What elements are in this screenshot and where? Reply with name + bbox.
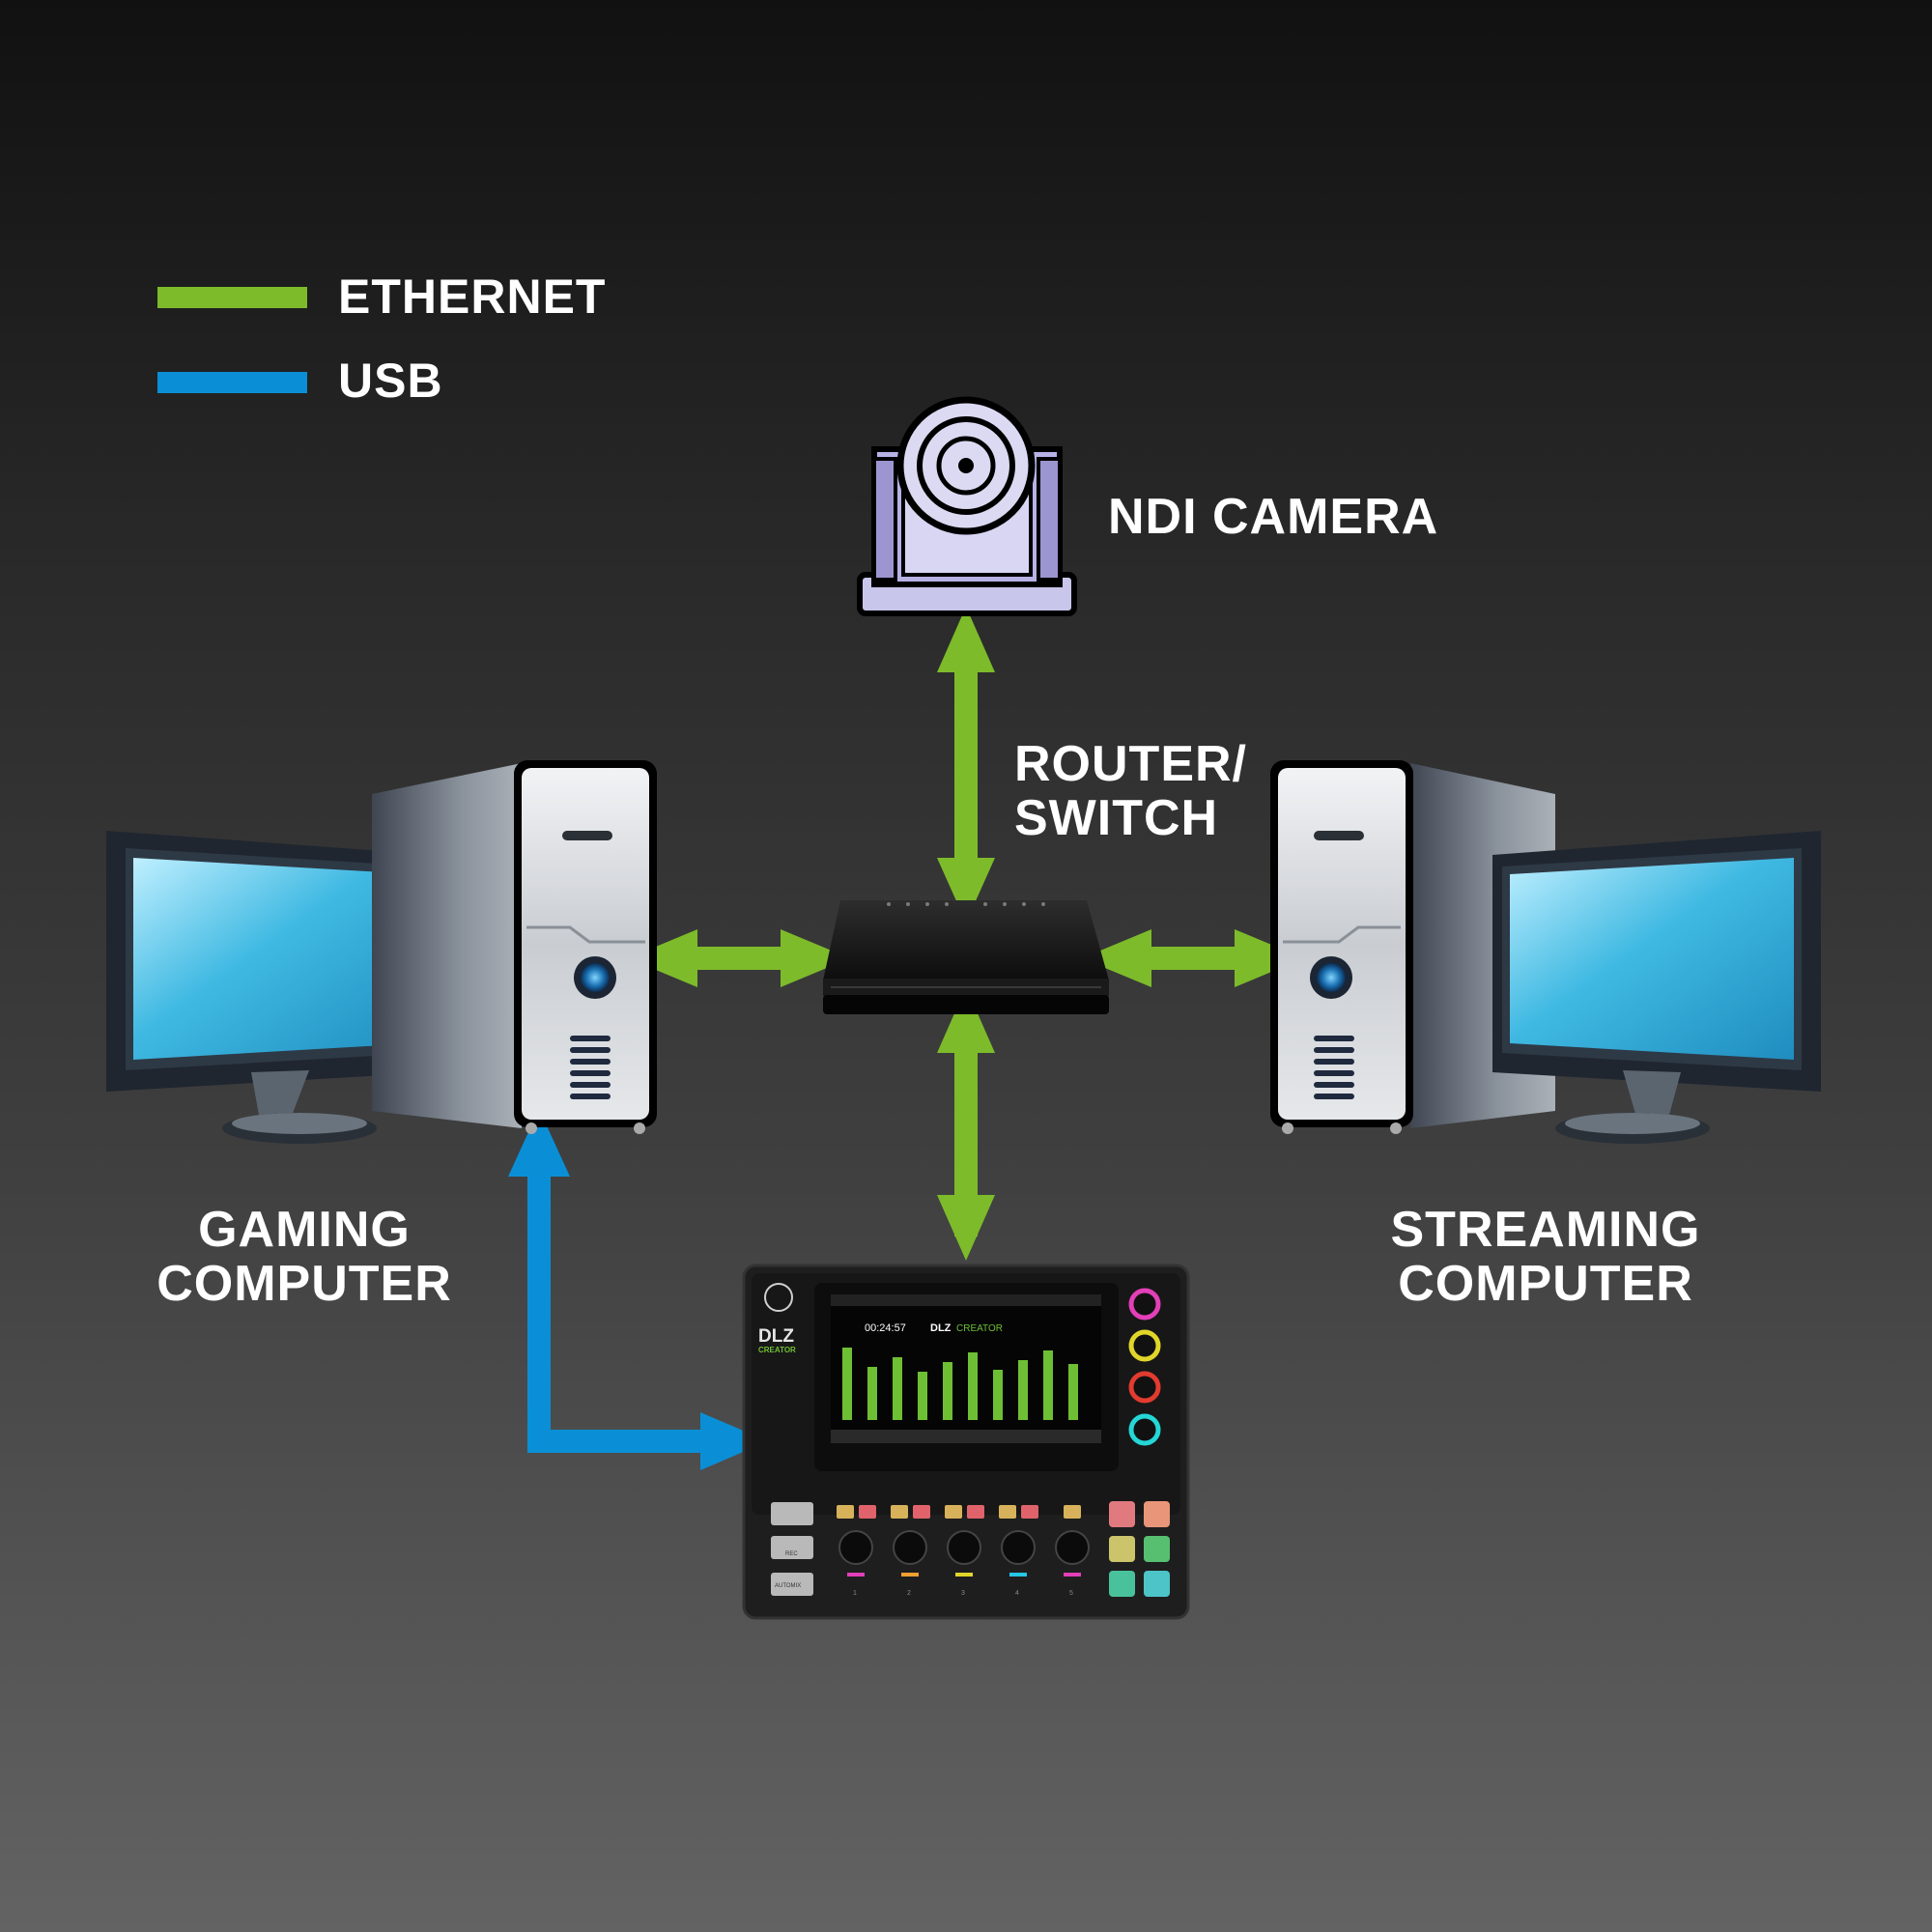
channel-number: 2 bbox=[907, 1590, 911, 1597]
legend-usb-swatch bbox=[157, 372, 307, 393]
gaming-monitor-icon bbox=[106, 831, 435, 1144]
mixer-ring-yellow bbox=[1128, 1329, 1161, 1362]
streaming-computer-label-line2: COMPUTER bbox=[1398, 1256, 1693, 1313]
mixer-ring-pink bbox=[1128, 1288, 1161, 1321]
router-switch-label-line2: SWITCH bbox=[1014, 790, 1219, 847]
gaming-computer-label: GAMING COMPUTER bbox=[145, 1203, 464, 1311]
ethernet-router-mixer-arrow bbox=[937, 987, 995, 1261]
legend-ethernet-label: ETHERNET bbox=[338, 270, 607, 324]
sample-pads bbox=[1109, 1501, 1170, 1597]
legend-usb-label: USB bbox=[338, 354, 443, 408]
ethernet-gaming-router-arrow bbox=[628, 929, 850, 987]
ethernet-router-streaming-arrow bbox=[1082, 929, 1304, 987]
router-switch-label: ROUTER/ SWITCH bbox=[1014, 737, 1247, 845]
router-switch-icon bbox=[823, 900, 1109, 1014]
rec-button-label: REC bbox=[785, 1551, 798, 1557]
channel-mute-buttons bbox=[837, 1505, 1081, 1519]
mixer-sub: CREATOR bbox=[758, 1346, 796, 1354]
channel-number: 4 bbox=[1015, 1590, 1019, 1597]
mixer-screen-brand: DLZ bbox=[930, 1322, 952, 1334]
home-button bbox=[771, 1502, 813, 1525]
streaming-computer-label: STREAMING COMPUTER bbox=[1372, 1203, 1719, 1311]
ethernet-camera-router-arrow bbox=[937, 607, 995, 923]
automix-button bbox=[771, 1573, 813, 1596]
mixer-faders bbox=[842, 1348, 1078, 1420]
rec-button bbox=[771, 1536, 813, 1559]
channel-number: 5 bbox=[1069, 1590, 1073, 1597]
streaming-computer-label-line1: STREAMING bbox=[1390, 1202, 1701, 1258]
channel-knobs bbox=[838, 1530, 1090, 1565]
channel-number: 3 bbox=[961, 1590, 965, 1597]
streaming-monitor-icon bbox=[1492, 831, 1821, 1144]
legend-ethernet-swatch bbox=[157, 287, 307, 308]
automix-button-label: AUTOMIX bbox=[775, 1583, 801, 1589]
gaming-computer-label-line1: GAMING bbox=[198, 1202, 411, 1258]
gaming-computer-label-line2: COMPUTER bbox=[156, 1256, 452, 1313]
usb-gaming-mixer-arrow bbox=[508, 1109, 768, 1470]
channel-number: 1 bbox=[853, 1590, 857, 1597]
ndi-camera-icon bbox=[857, 396, 1077, 616]
router-switch-label-line1: ROUTER/ bbox=[1014, 736, 1247, 792]
mixer-ring-cyan bbox=[1128, 1413, 1161, 1446]
mixer-timer: 00:24:57 bbox=[865, 1322, 906, 1334]
mixer-screen-sub: CREATOR bbox=[956, 1323, 1003, 1334]
mixer-ring-red bbox=[1128, 1371, 1161, 1404]
gaming-tower-icon bbox=[372, 760, 657, 1134]
channel-color-strips bbox=[847, 1573, 1081, 1577]
ndi-camera-label: NDI CAMERA bbox=[1108, 489, 1439, 545]
mixer-device: DLZ CREATOR 00:24:57 DLZ CREATOR REC AUT… bbox=[742, 1264, 1190, 1620]
mixer-brand: DLZ bbox=[758, 1326, 794, 1347]
mixer-logo-icon bbox=[764, 1283, 793, 1312]
